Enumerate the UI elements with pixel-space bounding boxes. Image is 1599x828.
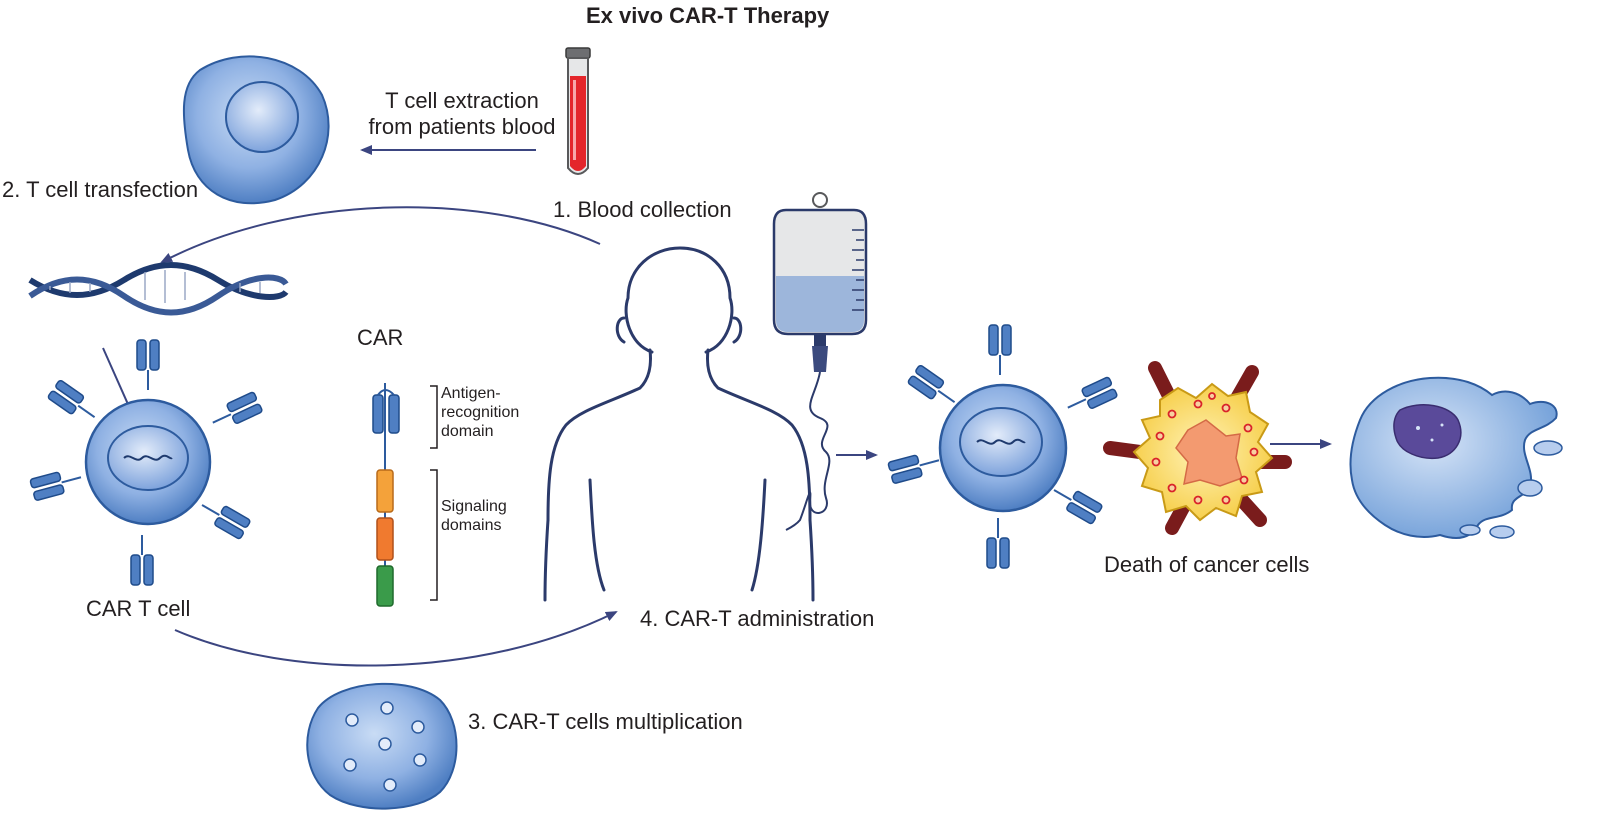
car-heading: CAR xyxy=(357,325,404,350)
step-transfection: 2. T cell transfection xyxy=(2,177,199,202)
step-blood-collection: 1. Blood collection xyxy=(553,197,732,222)
extraction-label: T cell extraction from patients blood xyxy=(356,88,568,140)
signal-domain-3 xyxy=(376,565,394,607)
car-t-cell-icon xyxy=(28,339,264,586)
signal-domain-1 xyxy=(376,469,394,513)
blood-tube-icon xyxy=(565,47,591,175)
extraction-label-line2: from patients blood xyxy=(368,114,556,139)
page-title: Ex vivo CAR-T Therapy xyxy=(586,3,830,28)
death-label: Death of cancer cells xyxy=(1104,552,1310,577)
cancer-cell-icon xyxy=(1103,361,1292,535)
car-structure-icon xyxy=(372,383,438,607)
extraction-label-line1: T cell extraction xyxy=(385,88,539,113)
multiplication-dish-icon xyxy=(306,682,458,810)
antigen-domain-label: Antigen- recognition domain xyxy=(441,384,519,441)
antigen-label-line3: domain xyxy=(441,423,494,440)
car-t-cell-right-icon xyxy=(886,324,1119,569)
signal-domain-2 xyxy=(376,517,394,561)
antigen-label-line1: Antigen- xyxy=(441,385,501,402)
signaling-domain-label: Signaling domains xyxy=(441,497,507,535)
dead-cell-icon xyxy=(1349,376,1563,539)
step-administration: 4. CAR-T administration xyxy=(640,606,875,631)
car-t-cell-label: CAR T cell xyxy=(86,596,191,621)
patient-silhouette-icon xyxy=(543,246,815,602)
signaling-label-line1: Signaling xyxy=(441,498,507,515)
arrow-administration xyxy=(174,611,618,667)
antigen-label-line2: recognition xyxy=(441,404,520,421)
signaling-label-line2: domains xyxy=(441,517,502,534)
dna-icon xyxy=(28,262,289,316)
arrow-transfection xyxy=(160,206,601,263)
iv-bag-icon xyxy=(772,192,868,531)
step-multiplication: 3. CAR-T cells multiplication xyxy=(468,709,743,734)
t-cell-icon xyxy=(182,55,330,205)
